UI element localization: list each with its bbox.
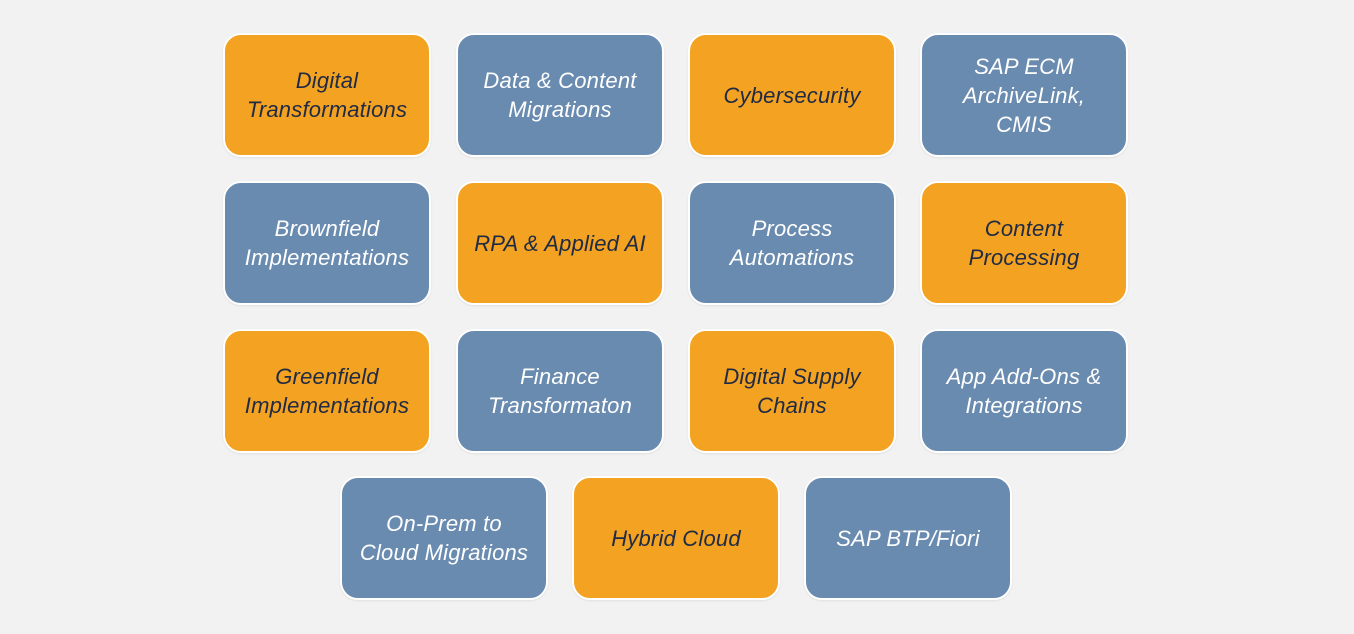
tile-process-automations: Process Automations [688, 181, 896, 305]
tile-digital-transformations: Digital Transformations [223, 33, 431, 157]
tile-sap-ecm-archivelink-cmis: SAP ECM ArchiveLink, CMIS [920, 33, 1128, 157]
tile-digital-supply-chains: Digital Supply Chains [688, 329, 896, 453]
tile-cybersecurity: Cybersecurity [688, 33, 896, 157]
tile-onprem-cloud-migrations: On-Prem to Cloud Migrations [340, 476, 548, 600]
tile-sap-btp-fiori: SAP BTP/Fiori [804, 476, 1012, 600]
tile-hybrid-cloud: Hybrid Cloud [572, 476, 780, 600]
tile-finance-transformation: Finance Transformaton [456, 329, 664, 453]
tile-data-content-migrations: Data & Content Migrations [456, 33, 664, 157]
tile-greenfield-implementations: Greenfield Implementations [223, 329, 431, 453]
tile-brownfield-implementations: Brownfield Implementations [223, 181, 431, 305]
tile-rpa-applied-ai: RPA & Applied AI [456, 181, 664, 305]
tile-app-addons-integrations: App Add-Ons & Integrations [920, 329, 1128, 453]
tile-content-processing: Content Processing [920, 181, 1128, 305]
